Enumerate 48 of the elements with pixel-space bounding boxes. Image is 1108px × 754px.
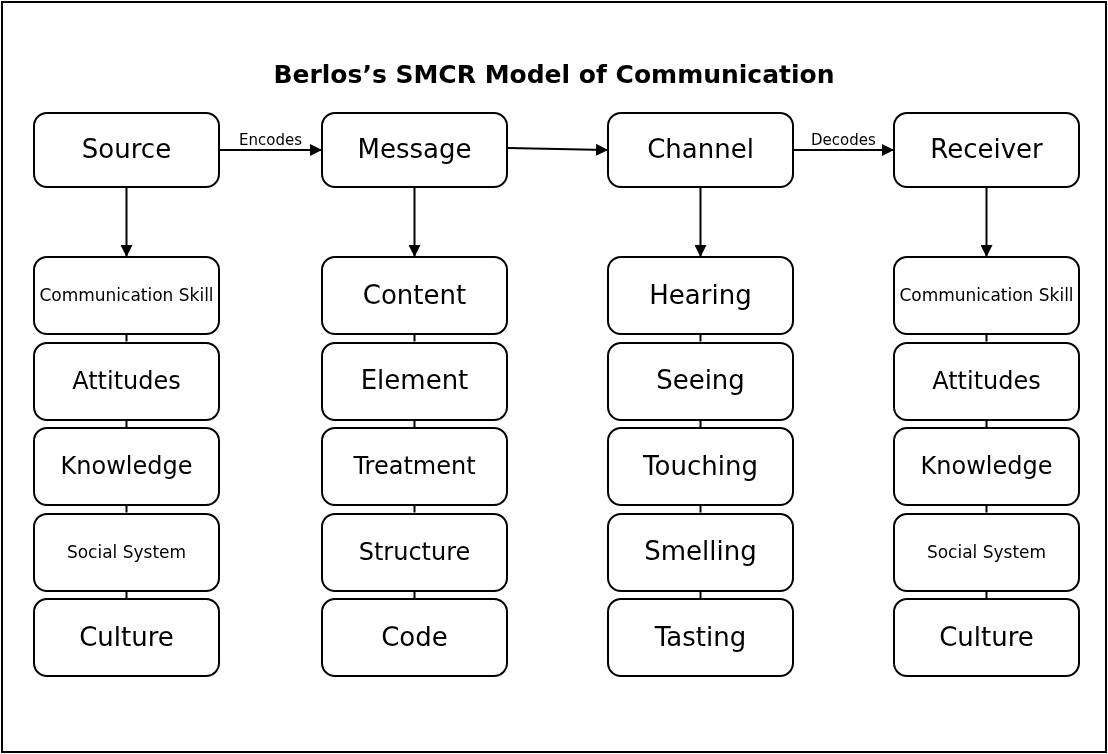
arrow: [120, 187, 133, 257]
element-box: Content: [321, 256, 508, 335]
arrow: [507, 143, 608, 156]
connector-line: [125, 334, 128, 343]
element-box: Element: [321, 341, 508, 421]
arrow: [793, 144, 894, 156]
element-box: Hearing: [607, 256, 794, 335]
element-box: Seeing: [607, 341, 794, 421]
element-box: Code: [321, 598, 508, 677]
element-box: Attitudes: [893, 341, 1080, 421]
arrow: [694, 187, 707, 257]
element-box: Communication Skill: [33, 256, 220, 335]
element-box: Tasting: [607, 598, 794, 677]
connector-line: [699, 590, 702, 599]
stage-box: Source: [33, 112, 220, 188]
connector-line: [413, 334, 416, 343]
connector-line: [125, 505, 128, 514]
connector-line: [699, 505, 702, 514]
element-box: Attitudes: [33, 341, 220, 421]
connector-line: [985, 505, 988, 514]
connector-line: [125, 590, 128, 599]
connector-line: [699, 419, 702, 428]
element-box: Communication Skill: [893, 256, 1080, 335]
element-box: Social System: [893, 512, 1080, 592]
connector-line: [413, 419, 416, 428]
element-box: Culture: [33, 598, 220, 677]
stage-box: Receiver: [893, 112, 1080, 188]
connector-line: [413, 505, 416, 514]
element-box: Structure: [321, 512, 508, 592]
arrow: [219, 144, 322, 156]
arrow: [408, 187, 421, 257]
element-box: Social System: [33, 512, 220, 592]
element-box: Treatment: [321, 427, 508, 506]
element-box: Knowledge: [893, 427, 1080, 506]
element-box: Touching: [607, 427, 794, 506]
element-box: Smelling: [607, 512, 794, 592]
connector-line: [413, 590, 416, 599]
connector-line: [985, 334, 988, 343]
element-box: Culture: [893, 598, 1080, 677]
element-box: Knowledge: [33, 427, 220, 506]
connector-line: [985, 590, 988, 599]
stage-box: Channel: [607, 112, 794, 188]
arrow: [980, 187, 993, 257]
connector-line: [985, 419, 988, 428]
connector-line: [699, 334, 702, 343]
diagram-title: Berlos’s SMCR Model of Communication: [272, 60, 836, 89]
connector-line: [125, 419, 128, 428]
stage-box: Message: [321, 112, 508, 188]
